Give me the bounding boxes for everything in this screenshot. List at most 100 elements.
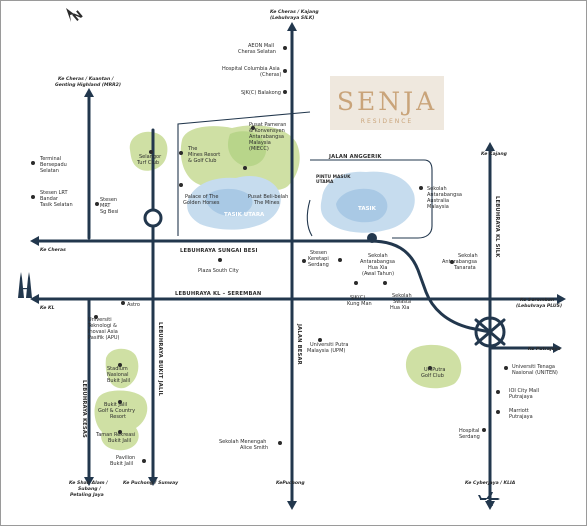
label-taman-2: Bukit Jalil — [108, 438, 131, 444]
label-mines-3: & Golf Club — [188, 158, 216, 164]
arrow-down-icon — [84, 477, 94, 486]
label-australia-2: Antarabangsa — [427, 192, 462, 198]
label-apu-1: Universiti — [88, 317, 112, 323]
label-lrt-2: Bandar — [40, 196, 59, 202]
road-label-jalan-anggerik: JALAN ANGGERIK — [328, 154, 382, 160]
label-australia-4: Malaysia — [427, 204, 449, 210]
sg-besi-roundabout — [143, 208, 163, 228]
arrow-right-icon — [553, 343, 562, 353]
dir-seremban-2: (Lebuhraya PLUS) — [516, 303, 562, 309]
label-australia-3: Australia — [427, 198, 449, 204]
label-alice-2: Alice Smith — [240, 445, 268, 451]
label-turf-2: Turf Club — [136, 160, 159, 166]
airplane-icon — [478, 492, 500, 506]
label-ktm-1: Stesen — [310, 250, 327, 256]
label-upm-1: Universiti Putra — [310, 342, 348, 348]
silk-interchange — [474, 316, 506, 348]
arrow-down-icon — [287, 501, 297, 510]
uniputra-golf-area — [405, 344, 462, 389]
dir-seremban-1: Ke Seremban — [520, 297, 554, 303]
marker — [121, 301, 125, 305]
arrow-down-icon — [148, 477, 158, 486]
marker — [504, 366, 508, 370]
senja-logo: SENJA RESIDENCE — [330, 76, 444, 130]
dir-puchong: KePuchong — [276, 480, 305, 486]
label-ioi-1: IOI City Mall — [509, 388, 539, 394]
label-plaza-south: Plaza South City — [198, 268, 239, 274]
marker — [218, 258, 222, 262]
marker — [118, 363, 122, 367]
label-huaxia-2: Antarabangsa — [360, 259, 395, 265]
label-aeon-1: AEON Mall — [248, 43, 274, 49]
minor-roads — [177, 111, 433, 239]
dir-kajang: Ke Kajang — [481, 151, 508, 157]
label-swasta-1: Sekolah — [392, 293, 412, 299]
marker — [118, 430, 122, 434]
label-aeon-2: Cheras Selatan — [238, 49, 276, 55]
label-ioi-2: Putrajaya — [509, 394, 533, 400]
lakes — [187, 171, 415, 233]
marker — [496, 390, 500, 394]
label-pavilion-1: Pavilion — [116, 455, 135, 461]
label-huaxia-1: Sekolah — [368, 253, 388, 259]
road-label-pintu-2: UTAMA — [316, 179, 334, 185]
label-bjgolf-2: Golf & Country — [98, 408, 135, 414]
label-terminal-2: Bersepadu — [40, 162, 67, 168]
label-pusat-mines-1: Pusat Beli-belah — [248, 194, 288, 200]
label-miecc-3: Antarabangsa — [249, 134, 284, 140]
dir-putrajaya: Ke Putrajaya — [528, 346, 561, 352]
label-terminal-3: Selatan — [40, 168, 59, 174]
label-swasta-2: Swasta — [393, 299, 411, 305]
label-hospital-serdang-1: Hospital — [459, 428, 479, 434]
label-mrt-1: Stesen — [100, 197, 117, 203]
label-ktm-3: Serdang — [308, 262, 329, 268]
north-arrow-icon: N — [66, 8, 85, 24]
arrow-left-icon — [30, 294, 39, 304]
road-label-kl-seremban: LEBUHRAYA KL – SEREMBAN — [175, 291, 261, 297]
label-uniputra-2: Golf Club — [421, 373, 444, 379]
label-bjgolf-3: Resort — [110, 414, 126, 420]
label-swasta-3: Hua Xia — [390, 305, 409, 311]
label-tanarata-3: Tanarata — [453, 265, 476, 271]
label-palace-2: Golden Horses — [183, 200, 220, 206]
label-miecc-4: Malaysia — [249, 140, 271, 146]
label-palace-1: Palace of The — [185, 194, 218, 200]
lake-label-tasik-utara: TASIK UTARA — [224, 212, 265, 218]
marker — [31, 161, 35, 165]
marker — [149, 150, 153, 154]
lake-label-tasik: TASIK — [358, 206, 377, 212]
logo-box — [330, 76, 444, 130]
dir-shah-alam-2: Subang / — [78, 486, 101, 492]
marker — [118, 400, 122, 404]
logo-sub: RESIDENCE — [361, 118, 413, 125]
highways — [34, 28, 562, 506]
label-lrt-1: Stesen LRT — [40, 190, 69, 196]
marker — [482, 428, 486, 432]
arrow-up-icon — [485, 142, 495, 151]
label-huaxia-3: Hua Xia — [368, 265, 387, 271]
label-uniten-1: Universiti Tenaga — [512, 364, 555, 370]
kl-towers-icon — [18, 272, 32, 298]
label-mines-2: Mines Resort — [188, 152, 220, 158]
label-miecc-1: Pusat Pameran — [249, 122, 286, 128]
label-kungman-1: SJK(C) — [350, 295, 365, 301]
label-sjkc-balakong: SJK(C) Balakong — [241, 90, 281, 96]
label-apu-2: Teknologi & — [87, 323, 117, 329]
marker — [302, 259, 306, 263]
label-lrt-3: Tasik Selatan — [39, 202, 73, 208]
label-apu-4: Pasifik (APU) — [88, 335, 120, 341]
road-label-kesas: LEBUHRAYA KESAS — [81, 380, 87, 438]
tasik-utara-inner — [205, 188, 253, 217]
marker — [419, 186, 423, 190]
dir-kl: Ke KL — [40, 305, 55, 311]
place-labels: AEON Mall Cheras Selatan Hospital Columb… — [39, 43, 558, 467]
dir-cheras: Ke Cheras — [40, 247, 66, 253]
dir-shah-alam-1: Ke Shah Alam / — [69, 480, 108, 486]
marker — [142, 459, 146, 463]
dir-top-2: (Lebuhraya SILK) — [270, 15, 315, 21]
anggerik-road — [310, 159, 433, 239]
road-label-bukit-jalil: LEBUHRAYA BUKIT JALIL — [157, 322, 163, 397]
mines-golf-area-inner — [227, 131, 267, 167]
silk-interchange-loop — [474, 318, 506, 346]
